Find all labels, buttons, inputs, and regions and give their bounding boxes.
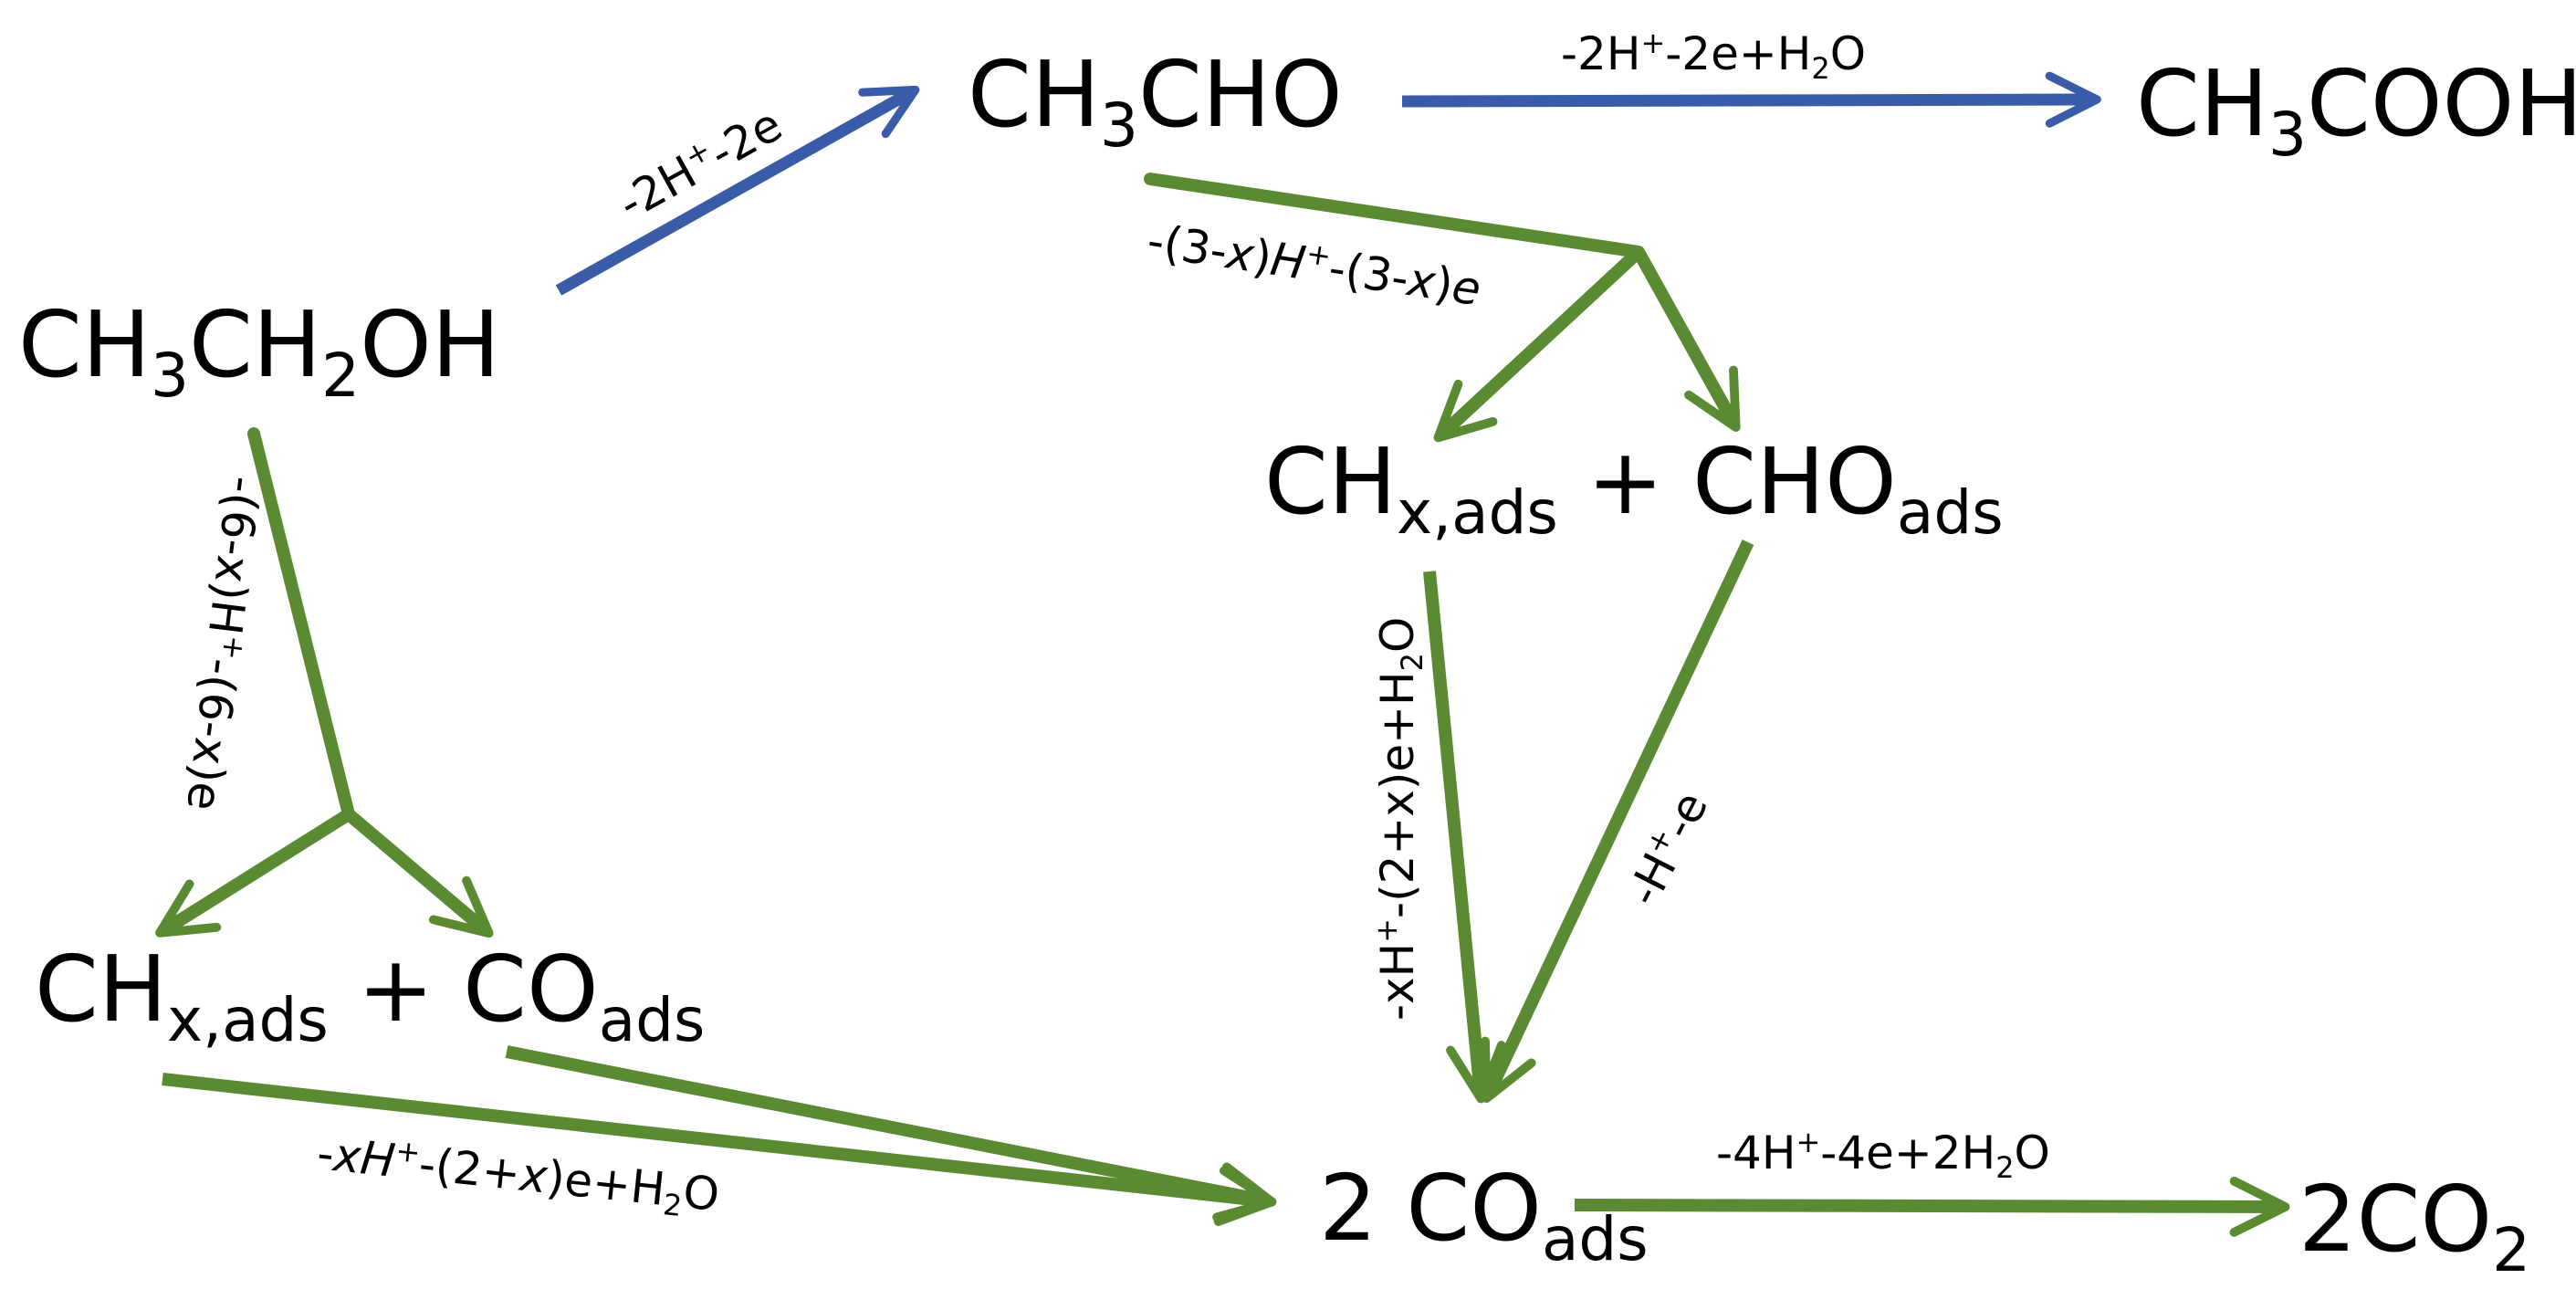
line-chx-left-to-co: [162, 1073, 1277, 1226]
species-two-co-ads: 2 COads: [1319, 1155, 1649, 1274]
line-acetaldehyde-to-branch: [1144, 173, 1645, 258]
species-co2: 2CO2: [2299, 1166, 2530, 1285]
label-acetaldehyde-to-acid: -2H+-2e+H2O: [1561, 26, 1866, 86]
label-ethanol-split: -(6-x)H+-(6-x)e: [176, 474, 271, 814]
arrow-branch-to-chx: [1433, 246, 1643, 443]
species-chx-cho: CHx,ads + CHOads: [1264, 428, 2004, 548]
species-ethanol: CH3CH2OH: [18, 291, 500, 411]
arrow-branch-to-co-left: [344, 809, 494, 938]
species-acetic-acid: CH3COOH: [2136, 50, 2576, 170]
species-acetaldehyde: CH3CHO: [968, 41, 1343, 161]
arrow-acetaldehyde-to-acetic-acid: [1401, 71, 2101, 128]
label-acetaldehyde-split: -(3-x)H+-(3-x)e: [1144, 213, 1484, 317]
species-chx-co: CHx,ads + COads: [35, 936, 705, 1055]
label-chx-to-co-left: -xH+-(2+x)e+H2O: [314, 1125, 722, 1227]
line-co-left-to-co: [505, 1045, 1277, 1222]
arrow-branch-to-chx-left: [155, 809, 352, 938]
arrow-chx-to-co-right: [1423, 571, 1506, 1104]
label-chx-to-co-right: -xH+-(2+x)e+H2O: [1369, 617, 1429, 1021]
line-ethanol-to-branch: [247, 427, 355, 821]
label-co-to-co2: -4H+-4e+2H2O: [1716, 1125, 2050, 1185]
arrow-branch-to-cho: [1632, 248, 1741, 432]
arrow-co-to-co2: [1574, 1176, 2290, 1237]
arrow-cho-to-co: [1481, 540, 1754, 1104]
arrow-ethanol-to-acetaldehyde: [555, 85, 920, 296]
